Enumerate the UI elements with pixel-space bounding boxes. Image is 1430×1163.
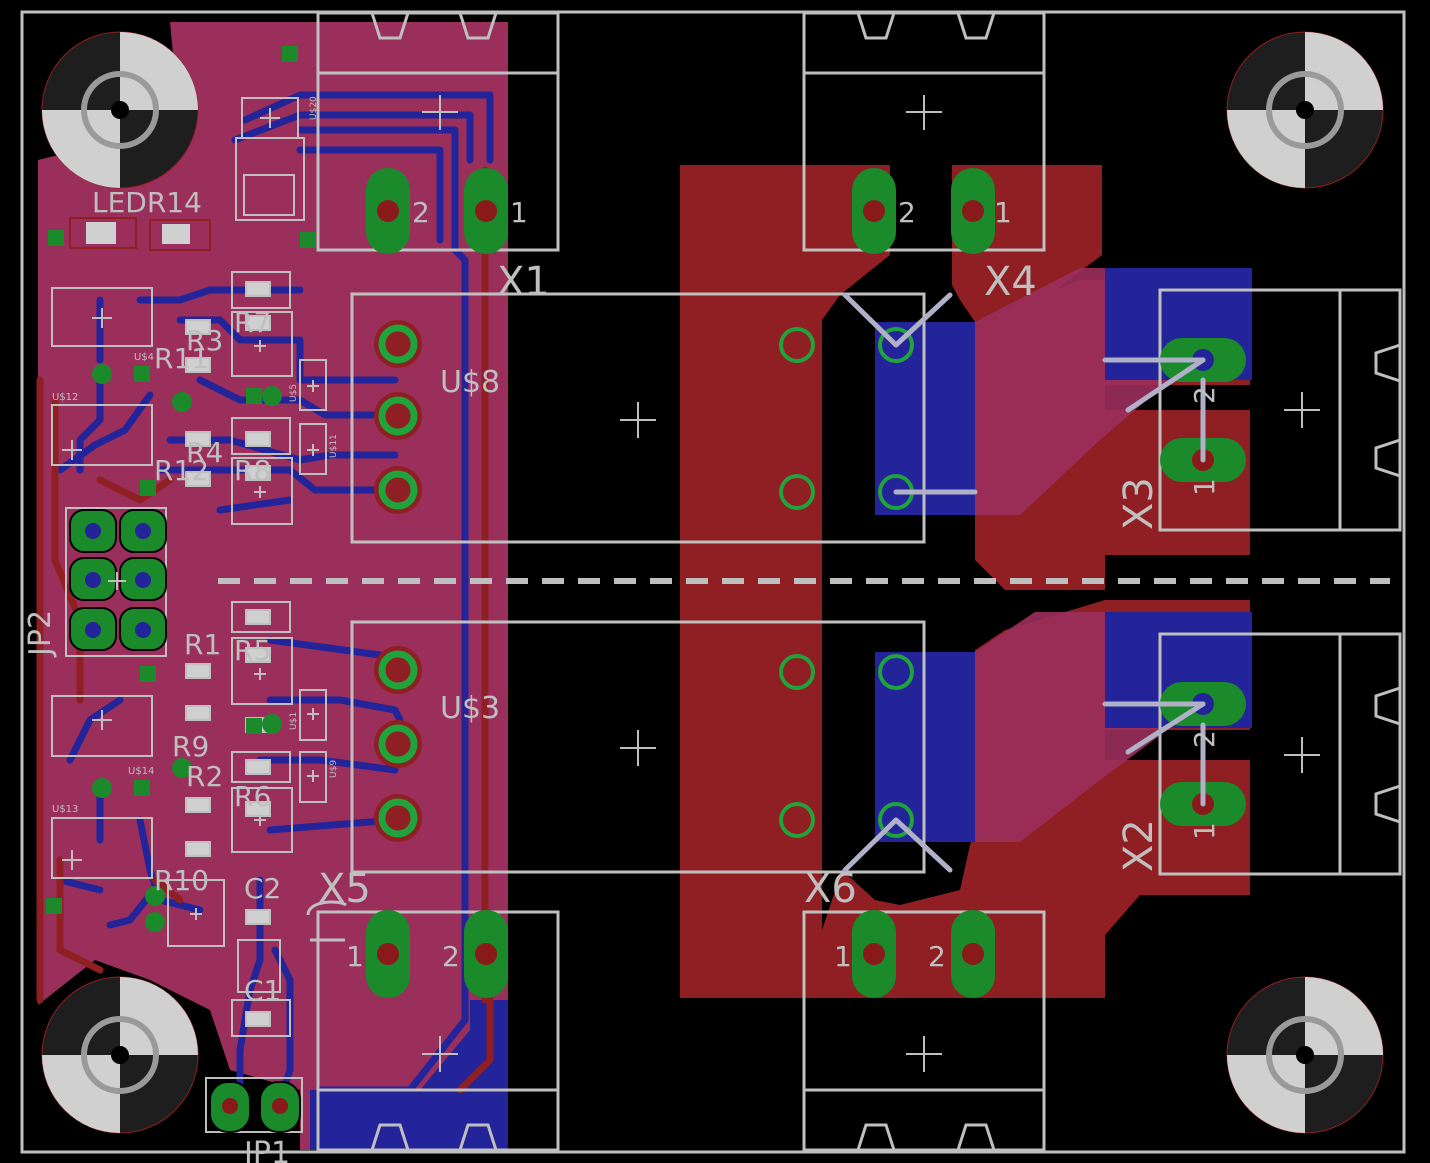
x4-pin-1: 1 (994, 196, 1012, 229)
mounting-hole-top-right (1226, 31, 1384, 189)
label-r9: R9 (172, 730, 209, 763)
label-r1: R1 (184, 628, 221, 661)
label-c1: C1 (244, 974, 281, 1007)
label-u1: U$1 (289, 712, 299, 730)
connector-x1[interactable] (316, 11, 560, 252)
connector-x4[interactable] (802, 11, 1046, 252)
x6-pin-1: 1 (834, 940, 852, 973)
label-c2: C2 (244, 872, 281, 905)
label-x5: X5 (318, 866, 371, 912)
pads-x1 (366, 168, 508, 254)
label-u20: U$20 (309, 96, 319, 120)
label-u3: U$3 (440, 691, 500, 726)
connector-x3[interactable] (1158, 288, 1402, 532)
label-u5: U$5 (289, 384, 299, 402)
pads-u3 (374, 646, 422, 842)
mounting-hole-bottom-right (1226, 976, 1384, 1134)
overlap-band-upper (975, 268, 1170, 515)
connector-x2[interactable] (1158, 632, 1402, 876)
x1-pin-1: 1 (510, 196, 528, 229)
x5-pin-1: 1 (346, 940, 364, 973)
mounting-hole-bottom-left (41, 976, 199, 1134)
label-u12: U$12 (52, 392, 78, 403)
label-led-r14: LEDR14 (92, 186, 202, 219)
x2-pin-2: 2 (1188, 730, 1221, 748)
x3-pin-2: 2 (1188, 386, 1221, 404)
pads-u8 (374, 320, 422, 514)
label-x2: X2 (1116, 819, 1162, 872)
label-x1: X1 (497, 259, 550, 305)
x2-pin-1: 1 (1188, 822, 1221, 840)
x5-pin-2: 2 (442, 940, 460, 973)
label-u9: U$9 (329, 760, 339, 778)
c1-polarity-mark (306, 900, 347, 942)
label-u11: U$11 (329, 434, 339, 458)
x3-pin-1: 1 (1188, 478, 1221, 496)
pads-x4 (852, 168, 995, 254)
component-u8-outline[interactable] (350, 292, 926, 544)
component-u3-outline[interactable] (350, 620, 926, 874)
board-outline (20, 10, 1406, 1154)
left-ground-pour (38, 22, 508, 1150)
label-u13: U$13 (52, 804, 78, 815)
label-r7: R7 (234, 306, 271, 339)
label-x6: X6 (804, 866, 857, 912)
label-r10: R10 (154, 864, 209, 897)
airwires (842, 292, 1206, 873)
connector-x6[interactable] (802, 910, 1046, 1152)
connector-x5[interactable] (316, 910, 560, 1152)
overlap-band-lower (975, 612, 1170, 842)
label-u4: U$4 (134, 352, 154, 363)
label-x3: X3 (1116, 477, 1162, 530)
label-r6: R6 (234, 780, 271, 813)
mounting-hole-top-left (41, 31, 199, 189)
x4-pin-2: 2 (898, 196, 916, 229)
label-jp1: JP1 (242, 1136, 290, 1163)
smd-components (46, 46, 327, 1037)
label-x4: X4 (984, 259, 1037, 305)
header-jp2[interactable] (65, 507, 167, 657)
header-jp1[interactable] (205, 1077, 303, 1133)
label-r11: R11 (154, 342, 209, 375)
label-jp2: JP2 (23, 610, 58, 658)
pads-x5 (366, 910, 508, 998)
label-r5: R5 (234, 634, 271, 667)
label-r12: R12 (154, 454, 209, 487)
label-u14: U$14 (128, 766, 154, 777)
label-r4: R4 (186, 436, 223, 469)
label-r8: R8 (234, 454, 271, 487)
label-r3: R3 (186, 324, 223, 357)
bottom-copper-x5 (310, 1000, 508, 1150)
label-r2: R2 (186, 760, 223, 793)
top-traces (36, 166, 494, 1094)
label-u8: U$8 (440, 365, 500, 400)
x1-pin-2: 2 (412, 196, 430, 229)
top-copper-region-right (680, 165, 1250, 998)
pads-x6 (852, 910, 995, 998)
x6-pin-2: 2 (928, 940, 946, 973)
